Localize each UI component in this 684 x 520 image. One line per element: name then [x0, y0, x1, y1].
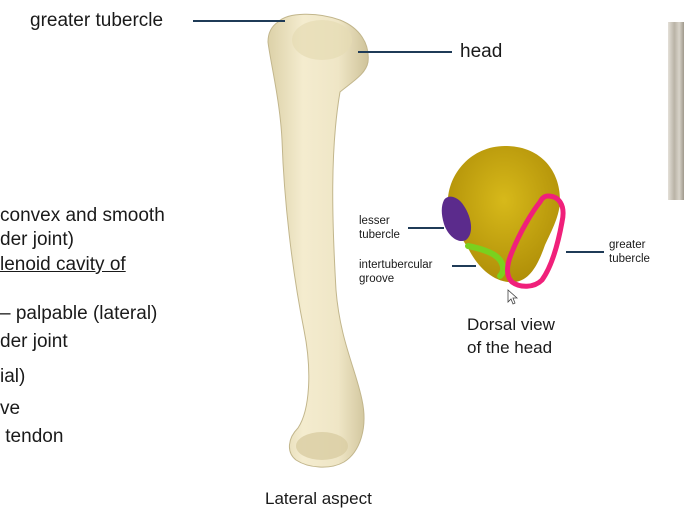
intertubercular-groove-region — [465, 243, 506, 279]
lesser-tubercle-region — [441, 196, 472, 242]
note-line-4: – palpable (lateral) — [0, 303, 158, 324]
partial-photo-edge — [668, 22, 684, 200]
lesser-tubercle-label: lesser tubercle — [359, 215, 400, 241]
note-line-3: lenoid cavity of — [0, 254, 126, 275]
note-line-7: ve — [0, 398, 21, 419]
note-line-2: der joint) — [0, 229, 74, 250]
note-line-8: tendon — [0, 426, 64, 447]
mouse-pointer-icon — [507, 289, 519, 305]
dorsal-view-caption-line2: of the head — [467, 338, 553, 357]
greater-tubercle-small-label: greater tubercle — [609, 239, 650, 265]
dorsal-view-caption-line1: Dorsal view — [467, 315, 555, 334]
humerus-bone — [267, 13, 369, 468]
note-line-1: convex and smooth — [0, 205, 165, 226]
greater-tubercle-outline — [505, 193, 566, 289]
humerus-proximal-shade — [292, 20, 352, 60]
note-line-6: ial) — [0, 366, 26, 387]
lateral-aspect-caption: Lateral aspect — [265, 489, 372, 508]
head-label: head — [460, 41, 503, 62]
intertubercular-groove-label: intertubercular groove — [359, 259, 433, 285]
note-line-5: der joint — [0, 331, 68, 352]
humerus-distal-shade — [296, 432, 348, 460]
greater-tubercle-label: greater tubercle — [30, 10, 164, 31]
